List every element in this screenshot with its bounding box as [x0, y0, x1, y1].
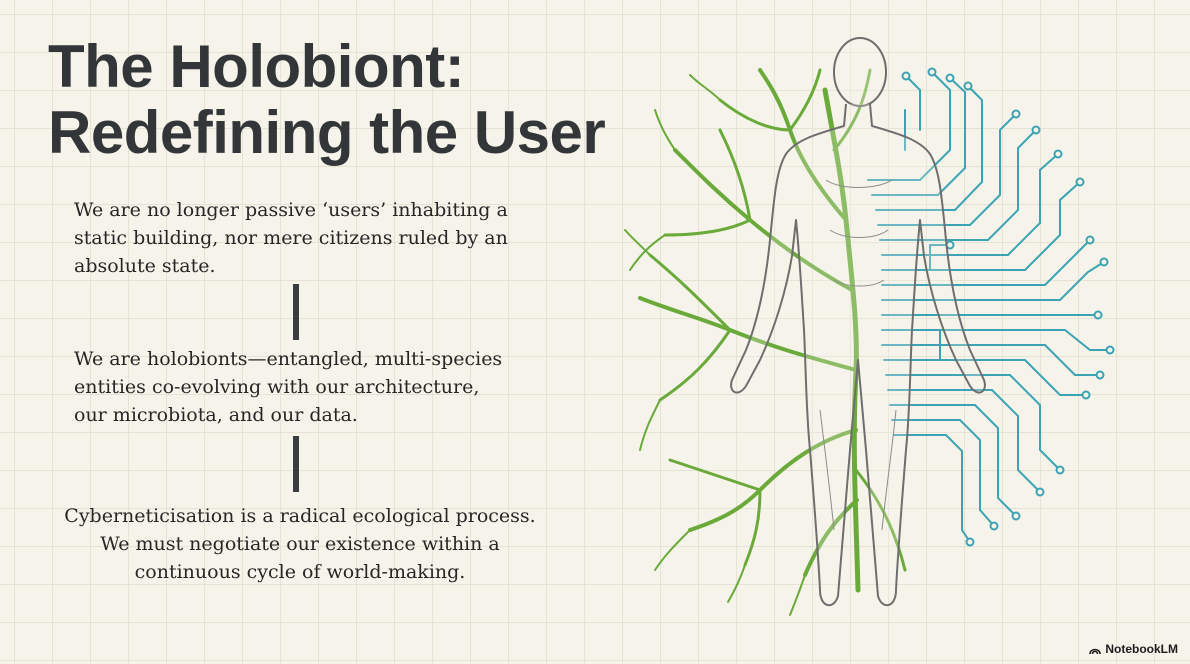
- title-line-2: Redefining the User: [48, 99, 606, 166]
- human-tree-circuit-illustration: [620, 30, 1130, 630]
- tree-branches: [624, 68, 907, 616]
- brand-watermark: NotebookLM: [1089, 642, 1178, 656]
- page-title: The Holobiont: Redefining the User: [48, 33, 606, 166]
- title-line-1: The Holobiont:: [48, 33, 465, 100]
- divider-bar: [293, 284, 299, 340]
- paragraph-holobionts: We are holobionts—entangled, multi-speci…: [74, 348, 503, 426]
- divider-bar: [293, 436, 299, 492]
- paragraph-users: We are no longer passive ‘users’ inhabit…: [74, 199, 508, 277]
- brand-label: NotebookLM: [1105, 642, 1178, 656]
- paragraph-cyberneticisation: Cyberneticisation is a radical ecologica…: [64, 505, 536, 583]
- circuit-traces: [867, 71, 1111, 543]
- notebooklm-logo-icon: [1089, 644, 1102, 655]
- circuit-nodes: [901, 67, 1115, 547]
- human-figure: [730, 37, 986, 606]
